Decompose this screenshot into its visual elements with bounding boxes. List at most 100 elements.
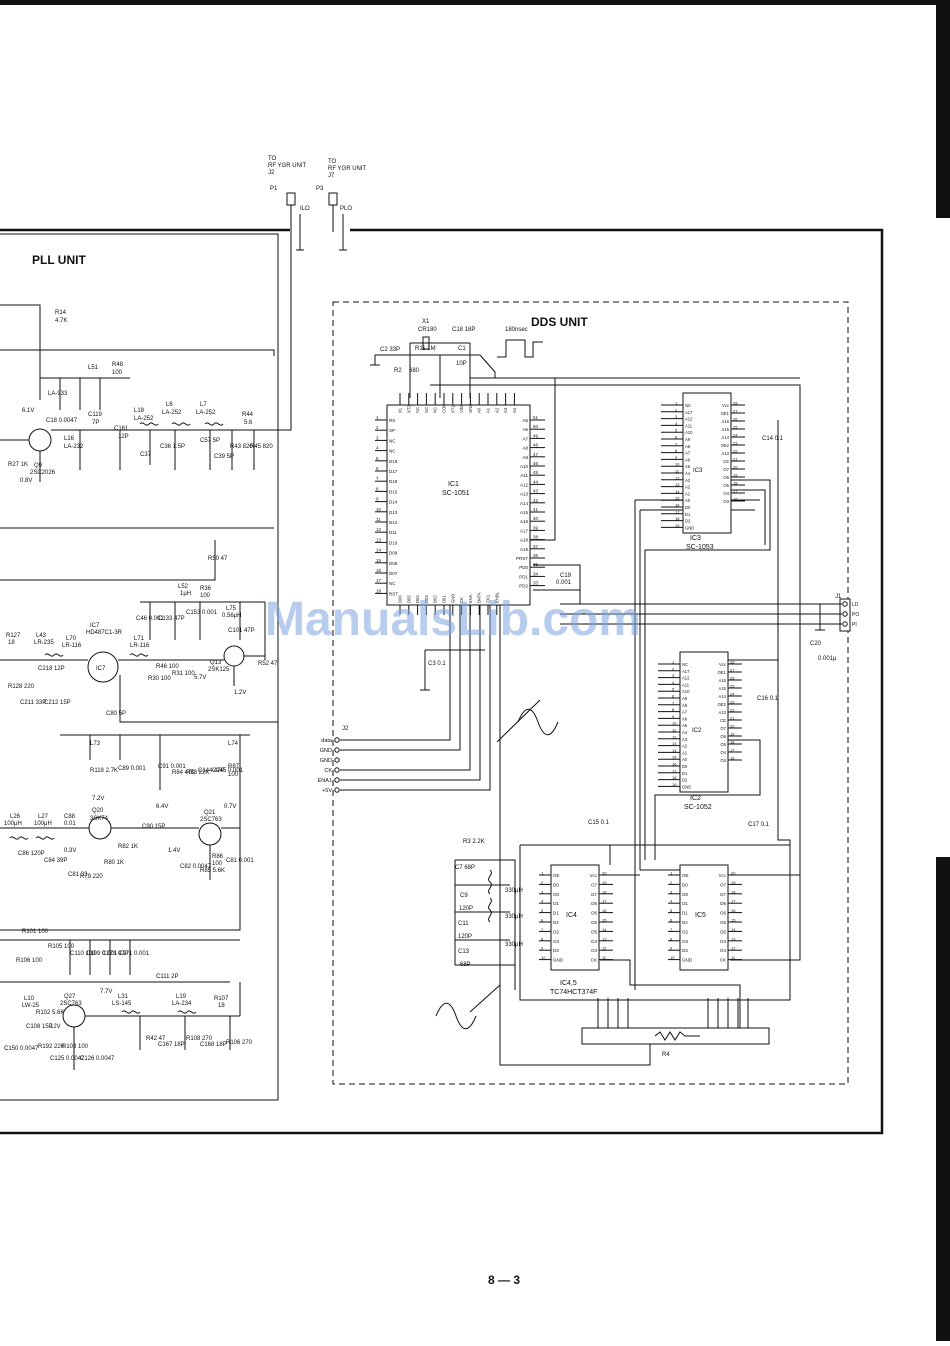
- mem-pin-name: D0: [685, 505, 691, 510]
- c15-label: C15 0.1: [588, 820, 610, 826]
- latch-pin-name: O1: [682, 901, 689, 906]
- ic1-pin-number: 5: [376, 456, 379, 461]
- r30-label: R30 100: [148, 676, 171, 682]
- mem-pin-name: D1: [685, 512, 691, 517]
- mem-pin-name: O5: [720, 742, 726, 747]
- ic1-pin-number: 33: [533, 581, 539, 586]
- mem-pin-number: 15: [675, 496, 680, 501]
- j1-pin-label: PO: [852, 612, 859, 618]
- mem-pin-number: 6: [675, 435, 678, 440]
- j1-pin-label: PI: [852, 622, 857, 628]
- p3-plug-icon: [328, 192, 338, 206]
- mem-pin-name: A6: [682, 716, 688, 721]
- latch-pin-name: O5: [591, 920, 598, 925]
- ic1-pin-name: A2: [494, 407, 499, 413]
- ic1-pin-name: RS: [389, 418, 395, 423]
- mem-pin-name: O5: [723, 483, 729, 488]
- r101-label: R101 100: [22, 929, 49, 935]
- ic1-chip: IC1 SC-1051: [386, 404, 531, 606]
- ic1-pin-name: A14: [520, 501, 529, 506]
- mem-pin-name: CE: [720, 718, 726, 723]
- mem-pin-number: 1: [675, 401, 678, 406]
- l18-value: LA-252: [134, 416, 154, 422]
- ic1-pin-name: SP: [389, 428, 395, 433]
- r82-label: R82 1K: [118, 844, 138, 850]
- c18p-label: C18 0.0047: [46, 418, 78, 424]
- c101-label: C101 47P: [228, 628, 255, 634]
- c20-label: C20: [810, 641, 822, 647]
- l70-value: LR-116: [62, 643, 82, 649]
- mem-pin-number: 12: [675, 475, 680, 480]
- latch-pin-number: 8: [541, 936, 544, 941]
- c167-label: C167 18P: [158, 1042, 185, 1048]
- pll-unit-frame: [0, 233, 279, 1101]
- r14-label: R14: [55, 310, 67, 316]
- mem-pin-name: A10: [685, 430, 693, 435]
- l52-label: L52: [178, 584, 189, 590]
- ic1-pin-name: X1: [398, 407, 403, 413]
- c150-label: C150 0.0047: [4, 1046, 39, 1052]
- ic1-pin-number: 47: [533, 452, 539, 457]
- connector-p3: TO RF YGR UNIT J7 P3 PLO: [316, 159, 367, 251]
- mem-pin-name: A16: [722, 419, 730, 424]
- q9-label: Q9: [34, 463, 43, 469]
- c19-label: C19: [560, 573, 572, 579]
- c145-label: C145 0.001: [212, 768, 244, 774]
- ic1-pin-name: D19: [389, 459, 398, 464]
- ic1-pin-name: NC: [415, 407, 420, 413]
- outer-frame: [0, 228, 884, 1135]
- mem-pin-name: A9: [682, 696, 688, 701]
- ic1-pin-name: D11: [389, 530, 397, 535]
- ic7-inner-label: IC7: [96, 666, 106, 672]
- v12-label: 1.2V: [234, 690, 246, 696]
- c212-label: C212 15P: [44, 700, 71, 706]
- ic1-pin-number: 14: [376, 548, 382, 553]
- q13-fet-icon: [223, 645, 245, 667]
- ic7-label: IC7: [90, 623, 100, 629]
- j2-pin-icon: [334, 757, 340, 763]
- latch-pin-number: 3: [541, 889, 544, 894]
- l26-value: 100μH: [4, 821, 22, 827]
- r48-label: R48: [112, 362, 124, 368]
- p3-jack-label: J7: [328, 173, 335, 179]
- mem-pin-name: A16: [719, 678, 727, 683]
- mem-pin-name: A15: [719, 686, 727, 691]
- ic1-pin-number: 42: [533, 498, 539, 503]
- ic5-chip: IC5: [679, 864, 729, 971]
- ic1-pin-name: A15: [520, 510, 529, 515]
- latch-pin-name: O7: [591, 882, 598, 887]
- v03-label: 0.3V: [64, 848, 76, 854]
- pll-unit-title: PLL UNIT: [32, 253, 86, 267]
- q27-part: 2SC763: [60, 1001, 82, 1007]
- mem-pin-name: O7: [720, 726, 726, 731]
- latch-pin-name: O5: [720, 920, 727, 925]
- j1-pin-icon: [842, 621, 848, 627]
- ic1-pin-number: 10: [376, 507, 382, 512]
- mem-pin-name: A5: [685, 464, 691, 469]
- ic1-pin-name: D03: [424, 595, 429, 603]
- mem-pin-number: 18: [672, 775, 677, 780]
- latch-pin-number: 1: [670, 871, 673, 876]
- mem-pin-number: 16: [675, 503, 680, 508]
- x1-label: X1: [422, 319, 430, 325]
- mem-pin-number: 20: [730, 724, 735, 729]
- q21-transistor-icon: [198, 822, 222, 846]
- latch-pin-number: 12: [731, 946, 736, 951]
- mem-pin-number: 16: [733, 497, 738, 502]
- latch-pin-name: CK: [720, 958, 726, 963]
- mem-pin-name: Vcc: [719, 662, 726, 667]
- l10-label: L10: [24, 996, 35, 1002]
- mem-pin-number: 25: [730, 684, 735, 689]
- mem-pin-name: NC: [682, 662, 688, 667]
- mem-pin-number: 8: [672, 707, 675, 712]
- latch-pin-number: 9: [670, 946, 673, 951]
- l75-value: 0.56μH: [222, 613, 241, 619]
- l27-label: L27: [38, 814, 49, 820]
- ic1-pin-number: 49: [533, 433, 539, 438]
- ic1-part: SC-1051: [442, 490, 470, 497]
- r80-label: R80 1K: [104, 860, 124, 866]
- latch-pin-name: D3: [553, 948, 559, 953]
- ic1-pin-name: NC: [433, 407, 438, 413]
- l52-value: 1μH: [180, 591, 191, 597]
- mem-pin-number: 18: [730, 740, 735, 745]
